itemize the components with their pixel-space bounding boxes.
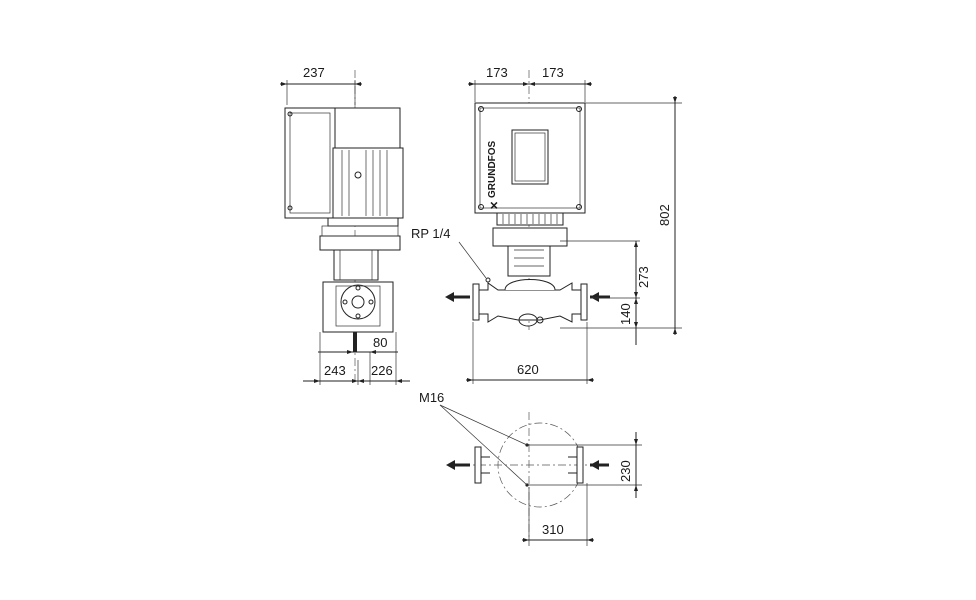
side-view (284, 70, 404, 385)
base-dims: 230 310 (522, 432, 642, 546)
side-dims: 237 80 243 226 (280, 65, 410, 385)
side-flange-circle (340, 284, 376, 320)
base-flow-arrow-out (446, 460, 470, 470)
side-motor-fins (341, 150, 388, 216)
dim-total-height: 802 (657, 204, 672, 226)
brand-logo: GRUNDFOS (487, 140, 498, 198)
dim-base-depth: 230 (618, 460, 633, 482)
flow-arrow-out (445, 292, 470, 302)
front-motor-fins (502, 214, 558, 224)
side-terminal-box (284, 107, 336, 219)
dim-port-offset: 80 (373, 335, 387, 350)
dim-pipe-center-height: 140 (618, 303, 633, 325)
label-anchor-bolt: M16 (419, 390, 444, 405)
side-motor-top (334, 107, 401, 149)
front-dims: 173 173 802 273 140 RP 1/4 620 (411, 65, 682, 384)
dim-port-to-port: 620 (517, 362, 539, 377)
front-outlet-flange (580, 283, 588, 321)
dim-side-base-left: 243 (324, 363, 346, 378)
dim-port-height: 273 (636, 266, 651, 288)
svg-text:✕: ✕ (489, 201, 501, 210)
base-flow-arrow-in (590, 460, 609, 470)
dim-base-bolt-spacing: 310 (542, 522, 564, 537)
label-vent-plug: RP 1/4 (411, 226, 451, 241)
side-motor-body (332, 147, 404, 219)
front-motor-box (474, 102, 586, 214)
flow-arrow-in (590, 292, 610, 302)
base-view: M16 (419, 390, 609, 540)
dim-front-half-right: 173 (542, 65, 564, 80)
front-view: GRUNDFOS ✕ (445, 70, 610, 330)
dim-side-top-width: 237 (303, 65, 325, 80)
front-adapter-flange (492, 227, 568, 247)
dim-side-base-right: 226 (371, 363, 393, 378)
front-display (511, 129, 549, 185)
dim-front-half-left: 173 (486, 65, 508, 80)
side-adapter-flange (319, 235, 401, 251)
side-pump-housing (322, 281, 394, 333)
front-inlet-flange (472, 283, 480, 321)
